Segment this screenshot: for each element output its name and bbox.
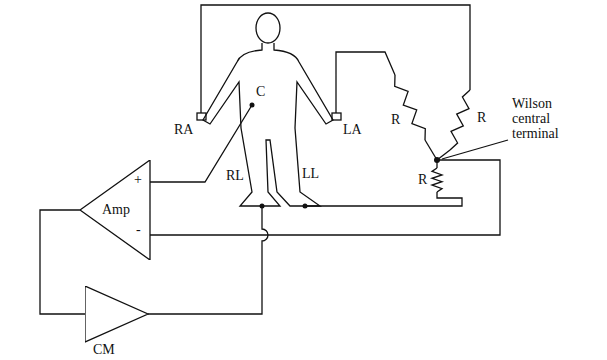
amplifier-link-wire xyxy=(40,210,85,314)
electrode-label: LL xyxy=(302,166,319,181)
resistor-label: R xyxy=(391,112,400,127)
central-terminal-dot xyxy=(434,157,440,163)
electrode-label: RA xyxy=(174,122,193,137)
resistor-zigzag xyxy=(432,168,442,192)
body-outline xyxy=(203,43,333,206)
resistor-label: R xyxy=(477,110,486,125)
la-electrode xyxy=(332,113,341,120)
minus-input-wire xyxy=(150,160,500,235)
ll-wire xyxy=(305,192,462,206)
amplifier-name: CM xyxy=(93,342,115,357)
terminal-label: Wilson central terminal xyxy=(512,96,584,141)
ra-wire xyxy=(201,5,470,113)
resistor-zigzag xyxy=(450,90,470,150)
resistor-symbol xyxy=(395,75,470,192)
pin-label: + xyxy=(134,172,142,187)
body-head xyxy=(256,13,280,43)
la-wire xyxy=(336,52,395,113)
resistor-label: R xyxy=(418,172,427,187)
electrode-label: RL xyxy=(226,168,244,183)
leader-line xyxy=(442,140,508,159)
chest-electrode-dot xyxy=(250,103,255,108)
resistor-lead xyxy=(425,140,437,160)
rl-electrode-dot xyxy=(260,204,265,209)
ll-electrode-dot xyxy=(303,204,308,209)
pin-label: - xyxy=(136,222,141,237)
electrode-label: C xyxy=(256,84,265,99)
amplifier-name: Amp xyxy=(102,202,130,217)
ra-electrode xyxy=(197,113,206,120)
plus-input-wire xyxy=(150,105,252,182)
electrode-label: LA xyxy=(343,122,362,137)
rl-drive-wire xyxy=(148,206,268,314)
resistor-zigzag xyxy=(395,75,426,140)
amplifier-triangle: CM xyxy=(85,286,149,358)
